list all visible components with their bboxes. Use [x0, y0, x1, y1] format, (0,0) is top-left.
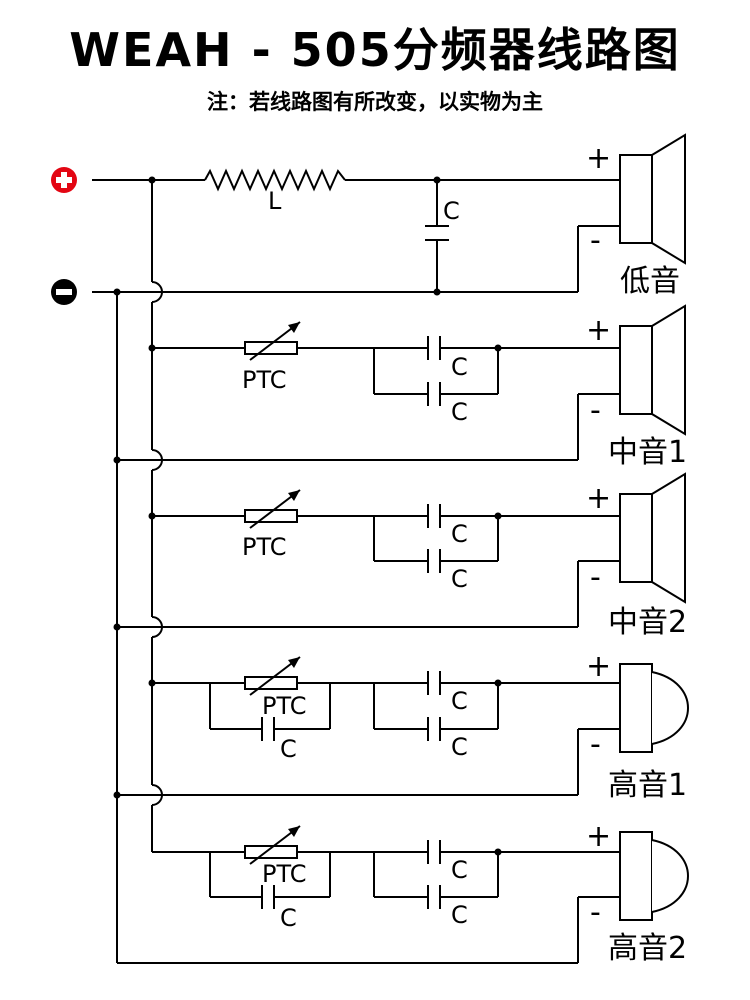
- ptc-resistor: PTC: [242, 321, 301, 394]
- speaker-tweeter1: + - 高音1: [577, 649, 689, 803]
- capacitor-label: C: [451, 687, 468, 715]
- tweeter2-branch: PTC C C C: [152, 825, 620, 932]
- capacitor-label: C: [443, 197, 460, 225]
- inductor-label: L: [268, 187, 282, 215]
- speaker-label-mid2: 中音2: [608, 605, 687, 640]
- positive-bus: [92, 176, 205, 852]
- positive-terminal-icon: [51, 167, 77, 193]
- plus-sign: +: [586, 649, 611, 684]
- plus-sign: +: [586, 819, 611, 854]
- ptc-label: PTC: [262, 692, 306, 720]
- tweeter1-branch: PTC C C C: [152, 656, 620, 763]
- negative-bus: [92, 288, 578, 964]
- capacitor-label: C: [451, 398, 468, 426]
- ptc-resistor: PTC: [244, 825, 306, 888]
- speaker-woofer: + - 低音: [577, 133, 686, 299]
- capacitor-label: C: [280, 735, 297, 763]
- woofer-branch: L C: [204, 168, 620, 296]
- minus-sign: -: [590, 727, 601, 762]
- capacitor-label: C: [451, 520, 468, 548]
- speaker-mid1: + - 中音1: [577, 304, 687, 470]
- diagram-note: 注：若线路图有所改变，以实物为主: [207, 90, 543, 114]
- ptc-label: PTC: [262, 860, 306, 888]
- ptc-label: PTC: [242, 366, 286, 394]
- plus-sign: +: [586, 313, 611, 348]
- ptc-label: PTC: [242, 533, 286, 561]
- speaker-label-woofer: 低音: [620, 264, 680, 299]
- capacitor-pair: C C: [427, 504, 468, 593]
- plus-sign: +: [586, 481, 611, 516]
- capacitor-bypass: C: [261, 717, 297, 763]
- negative-terminal-icon: [51, 279, 77, 305]
- capacitor-label: C: [451, 565, 468, 593]
- minus-sign: -: [590, 560, 601, 595]
- plus-sign: +: [586, 141, 611, 176]
- capacitor-label: C: [451, 353, 468, 381]
- minus-sign: -: [590, 223, 601, 258]
- inductor-l: L: [204, 168, 346, 215]
- capacitor-label: C: [451, 901, 468, 929]
- speaker-label-tweeter1: 高音1: [608, 768, 687, 803]
- capacitor-pair: C C: [427, 336, 468, 426]
- minus-sign: -: [590, 393, 601, 428]
- capacitor-label: C: [451, 733, 468, 761]
- speaker-label-tweeter2: 高音2: [608, 931, 687, 966]
- speaker-mid2: + - 中音2: [577, 472, 687, 640]
- diagram-title: WEAH - 505分频器线路图: [69, 23, 681, 77]
- capacitor-pair: C C: [427, 671, 468, 761]
- capacitor-pair: C C: [427, 840, 468, 929]
- capacitor-label: C: [280, 904, 297, 932]
- capacitor-label: C: [451, 856, 468, 884]
- mid2-branch: PTC C C: [152, 489, 620, 593]
- minus-sign: -: [590, 895, 601, 930]
- ptc-resistor: PTC: [244, 656, 306, 720]
- speaker-tweeter2: + - 高音2: [577, 819, 689, 966]
- capacitor-shunt: C: [425, 180, 460, 296]
- capacitor-bypass: C: [261, 885, 297, 932]
- ptc-resistor: PTC: [242, 489, 301, 561]
- speaker-label-mid1: 中音1: [608, 435, 687, 470]
- mid1-branch: PTC C C: [152, 321, 620, 426]
